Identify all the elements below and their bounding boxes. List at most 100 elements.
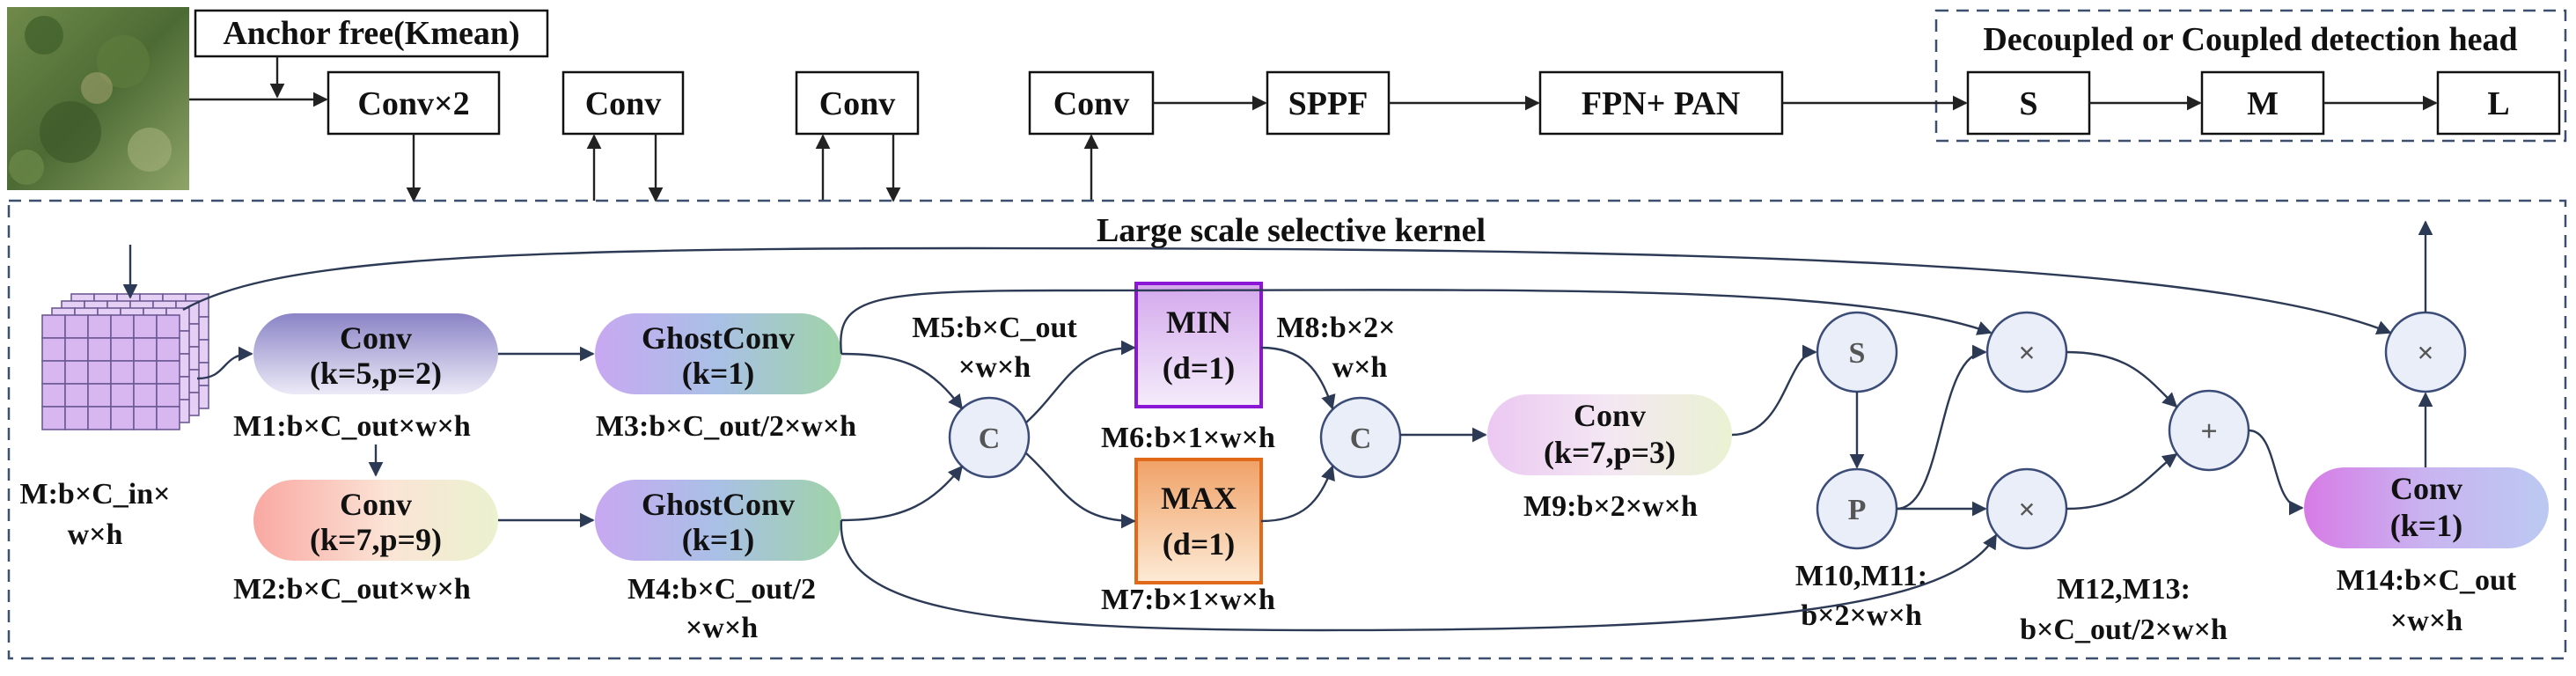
tensor-cell — [41, 383, 66, 408]
ghostconv-a-params: (k=1) — [682, 356, 755, 391]
tensor-cell — [133, 406, 158, 430]
max-title: MAX — [1161, 481, 1237, 516]
m14-label-line1: M14:b×C_out — [2337, 564, 2517, 597]
m5-label-line1: M5:b×C_out — [912, 312, 1077, 344]
tensor-cell — [133, 337, 158, 362]
conv-block-2-label: Conv — [819, 85, 896, 122]
tensor-cell — [110, 337, 135, 362]
conv-k1-module: Conv (k=1) — [2304, 467, 2549, 548]
conv-k7-module: Conv (k=7,p=9) — [253, 480, 498, 561]
split-label: P — [1848, 494, 1867, 526]
lsk-title: Large scale selective kernel — [1097, 212, 1486, 249]
m6-label: M6:b×1×w×h — [1101, 422, 1275, 454]
m8-label-line2: w×h — [1332, 351, 1388, 384]
fpn-pan-block: FPN+ PAN — [1538, 70, 1784, 136]
head-s-block: S — [1966, 70, 2091, 136]
tensor-cell — [156, 360, 180, 385]
ghostconv-b-title: GhostConv — [642, 487, 795, 522]
conv-k7p3-title: Conv — [1574, 398, 1646, 433]
head-l-label: L — [2487, 85, 2509, 122]
conv-k7-title: Conv — [340, 487, 412, 522]
m10-11-label-line2: b×2×w×h — [1801, 599, 1922, 632]
lsk-connections — [182, 220, 2433, 632]
head-s-label: S — [2019, 85, 2037, 122]
conv-k7p3-params: (k=7,p=3) — [1544, 435, 1676, 470]
top-arrows — [189, 56, 2438, 202]
m14-label-line2: ×w×h — [2390, 605, 2462, 637]
m9-label: M9:b×2×w×h — [1523, 490, 1698, 523]
concat-2-op — [1319, 396, 1402, 479]
tensor-cell — [87, 314, 112, 339]
anchor-free-label: Anchor free(Kmean) — [223, 15, 519, 52]
tensor-cell — [156, 406, 180, 430]
tensor-cell — [41, 360, 66, 385]
m3-label: M3:b×C_out/2×w×h — [596, 410, 856, 443]
tensor-cell — [87, 360, 112, 385]
m5-label-line2: ×w×h — [958, 351, 1031, 384]
tensor-cell — [110, 360, 135, 385]
m7-label: M7:b×1×w×h — [1101, 584, 1275, 616]
m1-label: M1:b×C_out×w×h — [233, 410, 471, 443]
conv-block-1: Conv — [561, 70, 685, 136]
tensor-cell — [87, 383, 112, 408]
concat-2-label: C — [1350, 422, 1372, 455]
tensor-cell — [41, 314, 66, 339]
m10-11-label-line1: M10,M11: — [1795, 560, 1927, 592]
head-m-block: M — [2200, 70, 2325, 136]
conv-k7-params: (k=7,p=9) — [310, 522, 442, 557]
ghostconv-b-params: (k=1) — [682, 522, 755, 557]
conv-k5-title: Conv — [340, 320, 412, 356]
m8-label-line1: M8:b×2× — [1276, 312, 1395, 344]
conv-k7p3-module: Conv (k=7,p=3) — [1487, 394, 1732, 475]
multiply-1-label: × — [2018, 337, 2035, 370]
aerial-input-image — [7, 7, 189, 190]
tensor-cell — [110, 383, 135, 408]
conv-k5-module: Conv (k=5,p=2) — [253, 313, 498, 394]
ghostconv-a-module: GhostConv (k=1) — [595, 313, 841, 394]
conv-block-2: Conv — [795, 70, 920, 136]
min-title: MIN — [1166, 305, 1231, 340]
tensor-cell — [41, 406, 66, 430]
conv-block-3: Conv — [1028, 70, 1155, 136]
m12-13-label-line1: M12,M13: — [2057, 573, 2191, 606]
tensor-cell — [133, 314, 158, 339]
tensor-cell — [64, 360, 89, 385]
input-label-line1: M:b×C_in× — [20, 478, 171, 511]
ghostconv-a-title: GhostConv — [642, 320, 795, 356]
conv-block-3-label: Conv — [1053, 85, 1130, 122]
tensor-cell — [64, 314, 89, 339]
multiply-2-label: × — [2018, 494, 2035, 526]
min-params: (d=1) — [1163, 350, 1236, 386]
tensor-cell — [156, 314, 180, 339]
tensor-cell — [41, 337, 66, 362]
conv-block-1-label: Conv — [585, 85, 662, 122]
m4-label-line2: ×w×h — [686, 612, 758, 644]
tensor-cell — [64, 406, 89, 430]
tensor-cell — [156, 337, 180, 362]
tensor-cell — [110, 406, 135, 430]
lsk-frame — [7, 199, 2567, 660]
detection-head-frame — [1934, 9, 2567, 143]
sppf-label: SPPF — [1288, 85, 1369, 122]
sigmoid-label: S — [1849, 337, 1866, 370]
tensor-cell — [110, 314, 135, 339]
tensor-cell — [156, 383, 180, 408]
conv-x2-block: Conv×2 — [327, 70, 501, 136]
max-params: (d=1) — [1163, 526, 1236, 562]
head-m-label: M — [2247, 85, 2279, 122]
anchor-free-box: Anchor free(Kmean) — [194, 9, 549, 58]
detection-head-title: Decoupled or Coupled detection head — [1983, 21, 2517, 58]
tensor-cell — [133, 383, 158, 408]
ghostconv-b-module: GhostConv (k=1) — [595, 480, 841, 561]
add-label: + — [2200, 415, 2217, 448]
tensor-cell — [87, 337, 112, 362]
concat-1-op — [948, 396, 1031, 479]
min-pool-module: MIN (d=1) — [1134, 282, 1263, 408]
multiply-3-label: × — [2417, 337, 2433, 370]
max-pool-module: MAX (d=1) — [1134, 458, 1263, 584]
conv-k1-params: (k=1) — [2390, 508, 2463, 543]
tensor-cell — [133, 360, 158, 385]
m2-label: M2:b×C_out×w×h — [233, 573, 471, 606]
m4-label-line1: M4:b×C_out/2 — [627, 573, 816, 606]
